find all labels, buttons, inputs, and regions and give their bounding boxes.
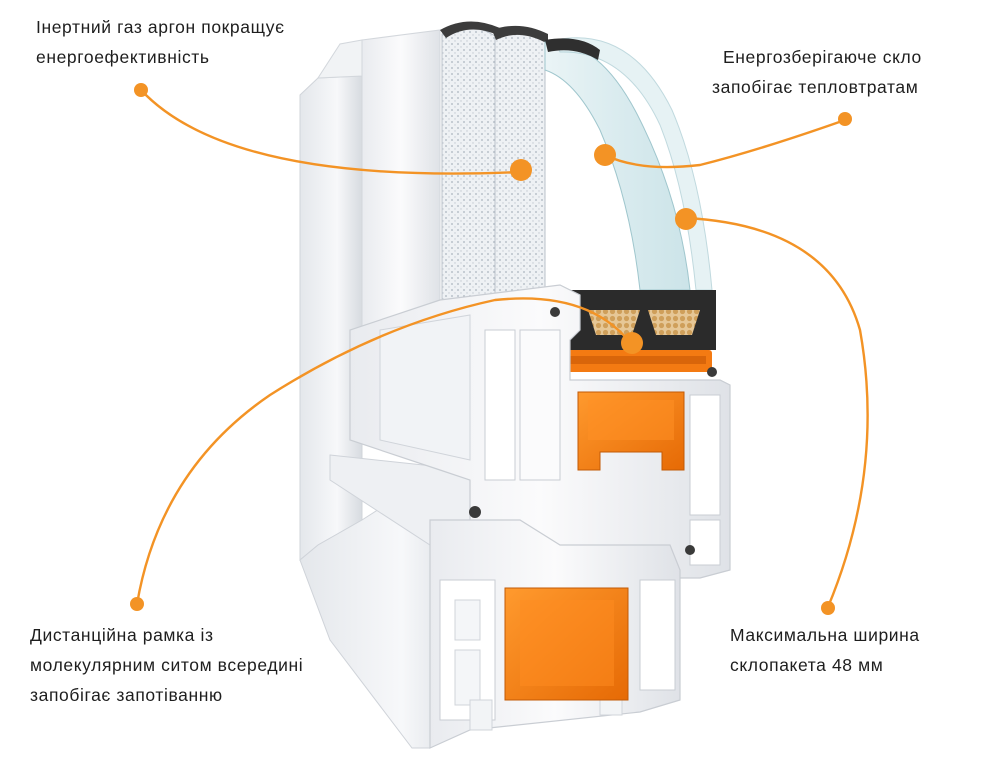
seal-gaskets — [469, 307, 717, 555]
dot-argon-end — [510, 159, 532, 181]
callout-width-line-2: склопакета 48 мм — [730, 655, 884, 675]
dot-glass-end — [594, 144, 616, 166]
callout-width: Максимальна ширина склопакета 48 мм — [730, 620, 920, 680]
outer-frame-side — [299, 29, 441, 562]
sash-profile — [349, 284, 731, 579]
callout-glass: Енергозберігаюче скло запобігає тепловтр… — [712, 42, 922, 102]
dot-width-end — [675, 208, 697, 230]
callout-glass-line-2: запобігає тепловтратам — [712, 77, 919, 97]
spacer-frame — [562, 290, 716, 372]
leader-line-glass — [603, 118, 847, 169]
frame-reinforcement — [504, 587, 629, 701]
callout-argon: Інертний газ аргон покращує енергоефекти… — [36, 12, 285, 72]
dot-argon-start — [134, 83, 148, 97]
callout-width-line-1: Максимальна ширина — [730, 625, 920, 645]
leader-dots — [130, 83, 852, 615]
dot-width-start — [821, 601, 835, 615]
callout-spacer-line-3: запобігає запотіванню — [30, 685, 223, 705]
callout-glass-line-1: Енергозберігаюче скло — [723, 47, 922, 67]
sash-reinforcement — [577, 391, 685, 471]
dot-glass-start — [838, 112, 852, 126]
callout-spacer: Дистанційна рамка із молекулярним ситом … — [30, 620, 303, 710]
leader-line-spacer — [135, 297, 634, 606]
leader-line-argon — [139, 88, 522, 175]
callout-spacer-line-1: Дистанційна рамка із — [30, 625, 214, 645]
dot-spacer-end — [621, 332, 643, 354]
leader-lines — [135, 88, 869, 609]
callout-argon-line-2: енергоефективність — [36, 47, 210, 67]
callout-spacer-line-2: молекулярним ситом всередині — [30, 655, 304, 675]
callout-argon-line-1: Інертний газ аргон покращує — [36, 17, 285, 37]
leader-line-width — [683, 216, 869, 609]
dot-spacer-start — [130, 597, 144, 611]
glass-unit — [440, 21, 713, 301]
